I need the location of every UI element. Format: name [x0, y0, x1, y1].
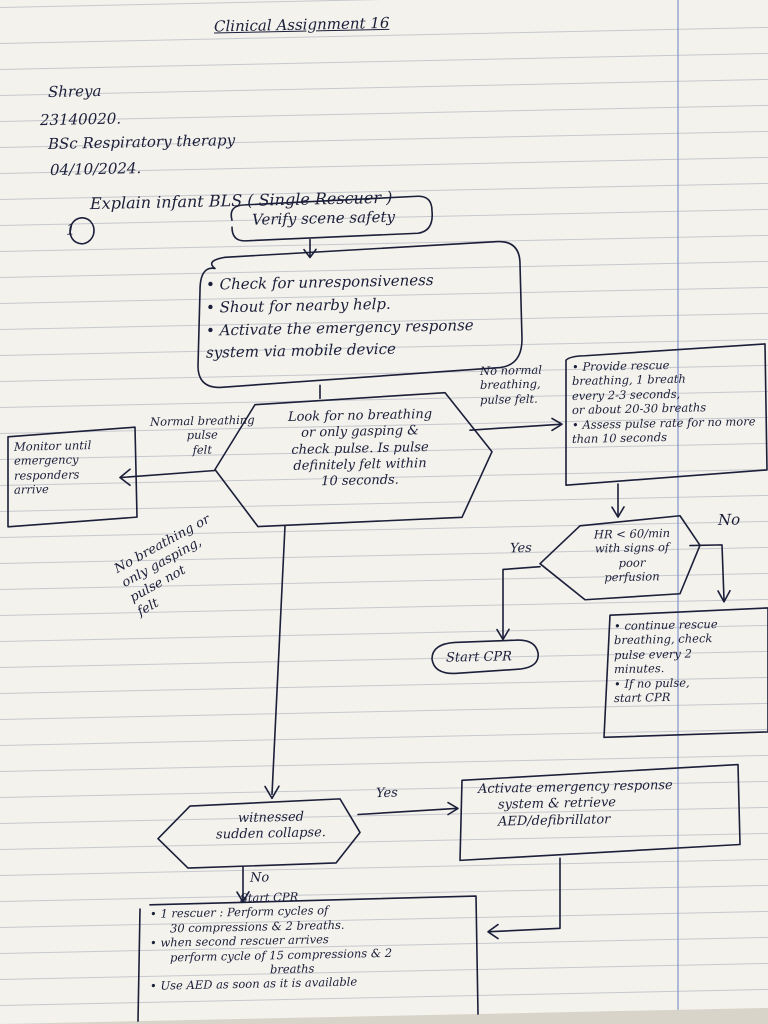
hr-yes-label: Yes: [510, 540, 532, 557]
initial-steps: • Check for unresponsiveness • Shout for…: [206, 270, 474, 363]
roll-number: 23140020.: [40, 109, 122, 130]
label-line: pulse felt.: [480, 391, 538, 407]
label-line: Normal breathing: [150, 412, 255, 429]
monitor-line: Monitor until: [14, 438, 92, 454]
monitor-line: arrive: [14, 482, 49, 497]
label-line: felt: [192, 442, 212, 457]
hr-no-label: No: [718, 510, 741, 529]
activate-aed-step: Activate emergency response system & ret…: [478, 778, 673, 831]
witnessed-collapse-step: witnessed sudden collapse.: [196, 809, 346, 845]
assess-breathing-step: Look for no breathing or only gasping & …: [255, 406, 465, 492]
witnessed-line: sudden collapse.: [216, 825, 326, 843]
continue-line: breathing, check: [614, 631, 713, 648]
label-line: breathing,: [480, 377, 541, 393]
witnessed-yes-label: Yes: [376, 785, 398, 802]
initial-step: • Shout for nearby help.: [206, 294, 391, 317]
course-name: BSc Respiratory therapy: [48, 131, 236, 153]
monitor-step: Monitor until emergency responders arriv…: [14, 438, 91, 497]
question-number: 1: [66, 220, 76, 239]
initial-step: • Activate the emergency response: [206, 315, 474, 340]
witnessed-no-label: No: [250, 870, 270, 886]
continue-line: start CPR: [614, 689, 671, 706]
normal-breathing-label: Normal breathing pulse felt: [150, 413, 255, 458]
hr-check-step: HR < 60/min with signs of poor perfusion: [582, 526, 682, 586]
hr-line: perfusion: [604, 569, 660, 585]
start-cpr-box: Start CPR • 1 rescuer : Perform cycles o…: [150, 888, 392, 994]
label-line: No normal: [480, 362, 542, 378]
scene-safety-step: Verify scene safety: [252, 207, 395, 229]
hr-line: with signs of: [594, 540, 670, 556]
no-normal-breathing-label: No normal breathing, pulse felt.: [480, 363, 542, 407]
assignment-date: 04/10/2024.: [50, 159, 142, 179]
start-cpr-step: Start CPR: [446, 649, 512, 666]
rescue-breathing-step: • Provide rescue breathing, 1 breath eve…: [572, 356, 756, 446]
monitor-line: responders: [14, 467, 80, 483]
monitor-line: emergency: [14, 452, 79, 469]
page-title: Clinical Assignment 16: [214, 13, 390, 36]
student-name: Shreya: [48, 81, 102, 101]
continue-breathing-step: • continue rescue breathing, check pulse…: [614, 617, 718, 705]
